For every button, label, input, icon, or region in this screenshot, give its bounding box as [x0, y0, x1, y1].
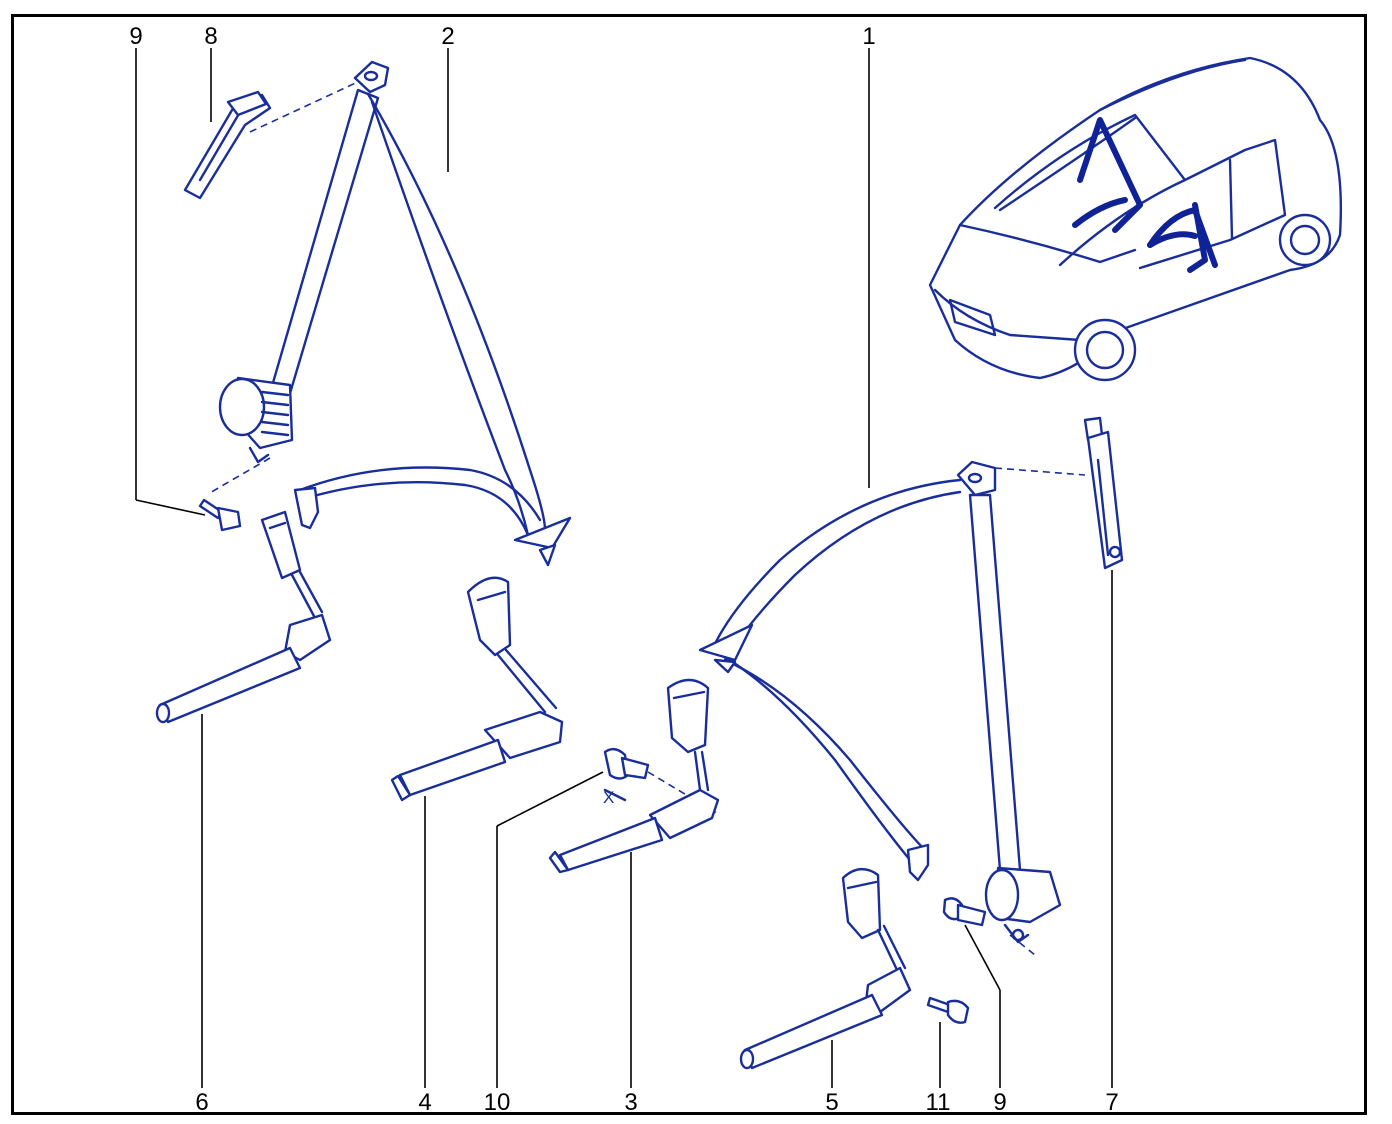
belt-webbing-left	[266, 60, 572, 567]
label-1: 1	[862, 23, 875, 50]
car-illustration	[928, 56, 1343, 382]
part-labels: 9 8 2 1 6 4 10 3 5 11 9 7	[129, 23, 1118, 1116]
dimension-x: X	[603, 788, 614, 807]
label-9-top: 9	[129, 23, 142, 50]
height-adjuster-left	[183, 90, 272, 200]
buckle-stalk-4	[390, 576, 564, 802]
label-2: 2	[441, 23, 454, 50]
dash-link-9a	[207, 457, 271, 495]
label-3: 3	[624, 1089, 637, 1116]
retractor-right	[984, 866, 1062, 944]
belt-webbing-right	[698, 460, 1022, 882]
leader-lines	[135, 48, 1113, 1088]
bolt-11	[926, 996, 970, 1024]
label-10: 10	[484, 1089, 511, 1116]
dash-link-8	[249, 79, 363, 133]
label-4: 4	[418, 1089, 431, 1116]
anchor-plate-left	[293, 486, 320, 530]
label-8: 8	[204, 23, 217, 50]
leader-9b-diagonal	[964, 924, 1001, 991]
dash-link-7	[994, 467, 1086, 476]
leader-10-diagonal	[496, 771, 604, 827]
height-adjuster-right	[1083, 416, 1124, 570]
buckle-stalk-3	[548, 678, 720, 874]
leader-9a-diagonal	[135, 499, 206, 516]
label-9-bottom: 9	[993, 1089, 1006, 1116]
bolt-10	[603, 747, 650, 802]
label-6: 6	[195, 1089, 208, 1116]
bolt-9-left	[198, 498, 242, 532]
bolt-9-right	[942, 897, 987, 927]
label-11: 11	[926, 1089, 951, 1116]
label-7: 7	[1105, 1089, 1118, 1116]
buckle-stalk-5	[739, 868, 912, 1070]
dash-link-9b	[1009, 934, 1036, 956]
retractor-left	[218, 376, 294, 464]
dash-link-10	[647, 771, 721, 816]
label-5: 5	[825, 1089, 838, 1116]
buckle-stalk-6	[155, 510, 332, 724]
